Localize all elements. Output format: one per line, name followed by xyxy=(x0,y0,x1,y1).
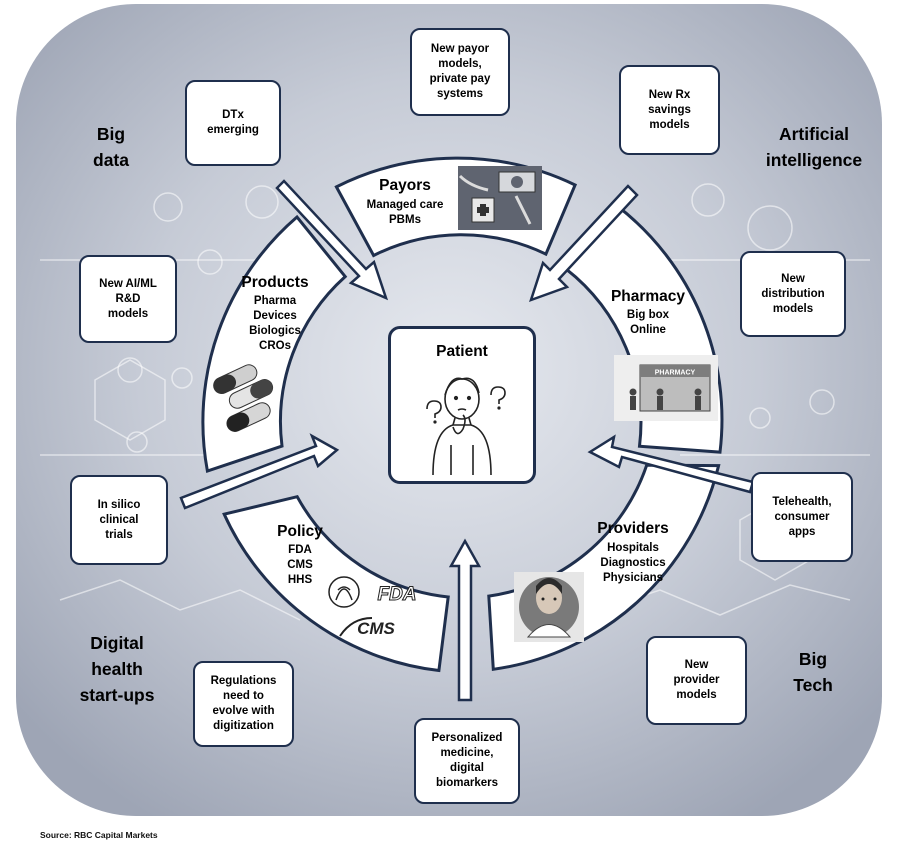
providers-item: Diagnostics xyxy=(600,557,666,569)
providers-item: Hospitals xyxy=(607,542,659,554)
policy-item: CMS xyxy=(287,559,313,571)
label-artificial-intelligence: Artificial intelligence xyxy=(765,124,863,170)
pharmacy-storefront-image: PHARMACY xyxy=(614,355,718,421)
payors-items: Managed care PBMs xyxy=(355,198,455,228)
box-telehealth-consumer-apps: Telehealth, consumer apps xyxy=(751,472,853,562)
label-big-tech: Big Tech xyxy=(793,649,833,695)
pills-image xyxy=(213,364,274,432)
products-item: Devices xyxy=(253,310,297,322)
box-personalized-medicine: Personalized medicine, digital biomarker… xyxy=(414,718,520,804)
fda-logo: FDA xyxy=(377,584,416,605)
arrow-upper-left xyxy=(275,179,389,301)
doctor-image xyxy=(514,572,584,642)
box-in-silico-clinical-trials: In silico clinical trials xyxy=(70,475,168,565)
providers-items: Hospitals Diagnostics Physicians xyxy=(583,541,683,586)
products-item: Pharma xyxy=(253,295,297,307)
patient-box: Patient xyxy=(388,326,536,484)
arrow-right xyxy=(587,434,755,494)
policy-items: FDA CMS HHS xyxy=(265,543,335,588)
products-item: CROs xyxy=(259,340,291,352)
label-digital-health-start-ups: Digital health start-ups xyxy=(79,633,155,705)
payors-item: Managed care xyxy=(366,199,444,211)
box-new-provider-models: New provider models xyxy=(646,636,747,725)
providers-item: Physicians xyxy=(602,572,664,584)
box-new-distribution-models: New distribution models xyxy=(740,251,846,337)
source-note: Source: RBC Capital Markets xyxy=(40,830,158,840)
box-new-aiml-rd-models: New AI/ML R&D models xyxy=(79,255,177,343)
payors-title: Payors xyxy=(379,177,431,194)
products-item: Biologics xyxy=(249,325,301,337)
pharmacy-item: Online xyxy=(630,324,666,336)
box-new-payor-models: New payor models, private pay systems xyxy=(410,28,510,116)
arrows xyxy=(179,179,755,702)
policy-title: Policy xyxy=(277,523,323,540)
policy-item: HHS xyxy=(287,574,313,586)
payors-image xyxy=(458,166,542,230)
pharmacy-sign: PHARMACY xyxy=(655,370,696,377)
box-dtx-emerging: DTx emerging xyxy=(185,80,281,166)
pharmacy-title: Pharmacy xyxy=(610,288,686,305)
providers-title: Providers xyxy=(597,520,669,537)
products-title: Products xyxy=(241,274,309,291)
arrow-bottom xyxy=(448,538,482,702)
policy-item: FDA xyxy=(288,544,312,556)
pharmacy-item: Big box xyxy=(626,309,670,321)
policy-logos: FDA CMS xyxy=(328,576,417,638)
arrow-left xyxy=(179,433,340,510)
box-regulations-evolve: Regulations need to evolve with digitiza… xyxy=(193,661,294,747)
pharmacy-items: Big box Online xyxy=(598,308,698,338)
patient-label: Patient xyxy=(436,343,488,360)
arrow-upper-right xyxy=(529,184,639,303)
box-new-rx-savings-models: New Rx savings models xyxy=(619,65,720,155)
payors-item: PBMs xyxy=(389,214,421,226)
patient-illustration xyxy=(426,377,506,476)
cms-logo: CMS xyxy=(357,619,395,638)
products-items: Pharma Devices Biologics CROs xyxy=(225,294,325,354)
label-big-data: Big data xyxy=(93,124,129,170)
